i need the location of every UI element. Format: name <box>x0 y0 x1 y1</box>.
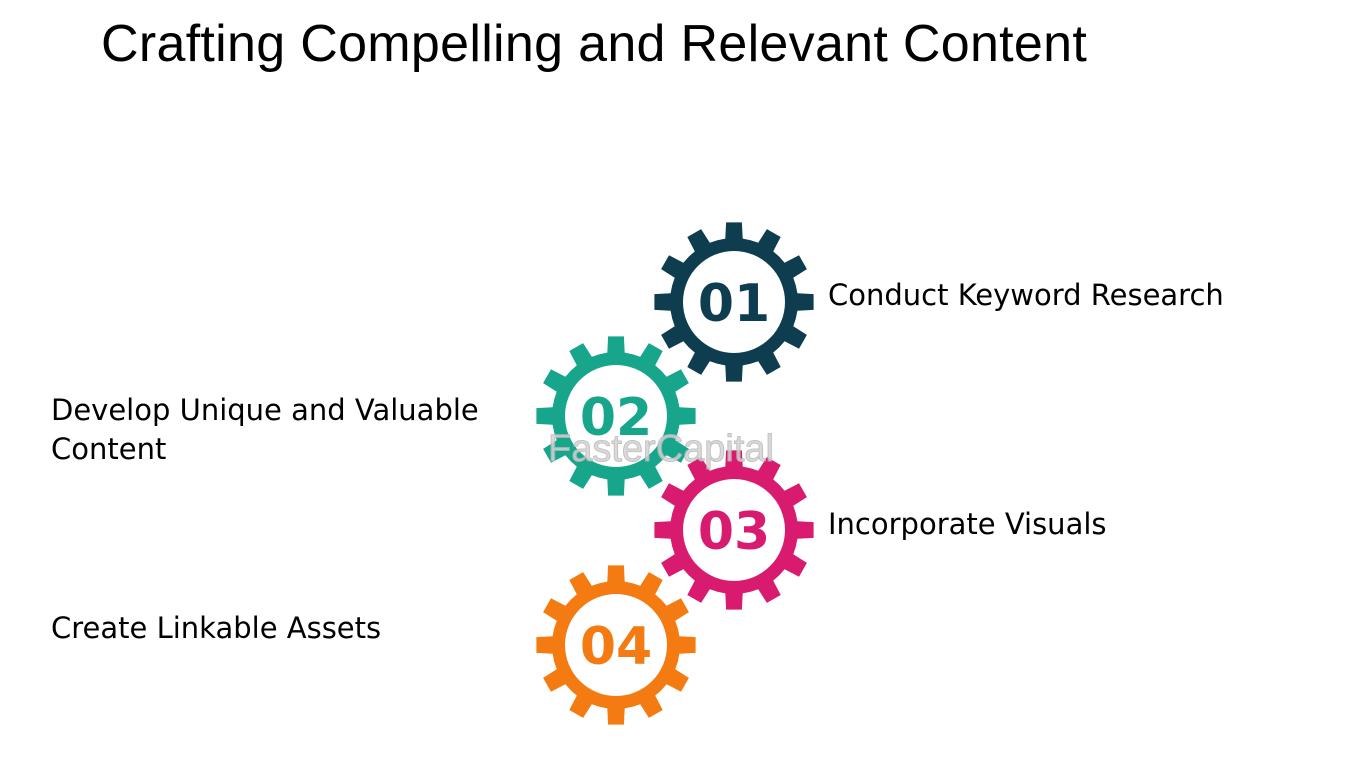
step-1-label: Conduct Keyword Research <box>828 278 1224 312</box>
gear-center <box>683 479 785 581</box>
gear-center <box>565 365 667 467</box>
step-2-label: Develop Unique and Valuable Content <box>51 393 479 466</box>
gear-step-1: 01 <box>654 222 814 382</box>
step-4-label: Create Linkable Assets <box>51 611 382 645</box>
step-number: 03 <box>698 502 770 562</box>
gear-center <box>565 594 667 696</box>
step-number: 04 <box>580 617 652 677</box>
gear-step-4: 04 <box>536 565 696 725</box>
step-3-label: Incorporate Visuals <box>828 507 1107 541</box>
slide-title: Crafting Compelling and Relevant Content <box>101 15 1088 73</box>
gear-center <box>683 251 785 353</box>
watermark: FasterCapital <box>548 428 775 471</box>
gear-step-2: 02 <box>536 336 696 496</box>
step-number: 01 <box>698 274 770 334</box>
gear-step-3: 03 <box>654 450 814 610</box>
step-number: 02 <box>580 388 652 448</box>
